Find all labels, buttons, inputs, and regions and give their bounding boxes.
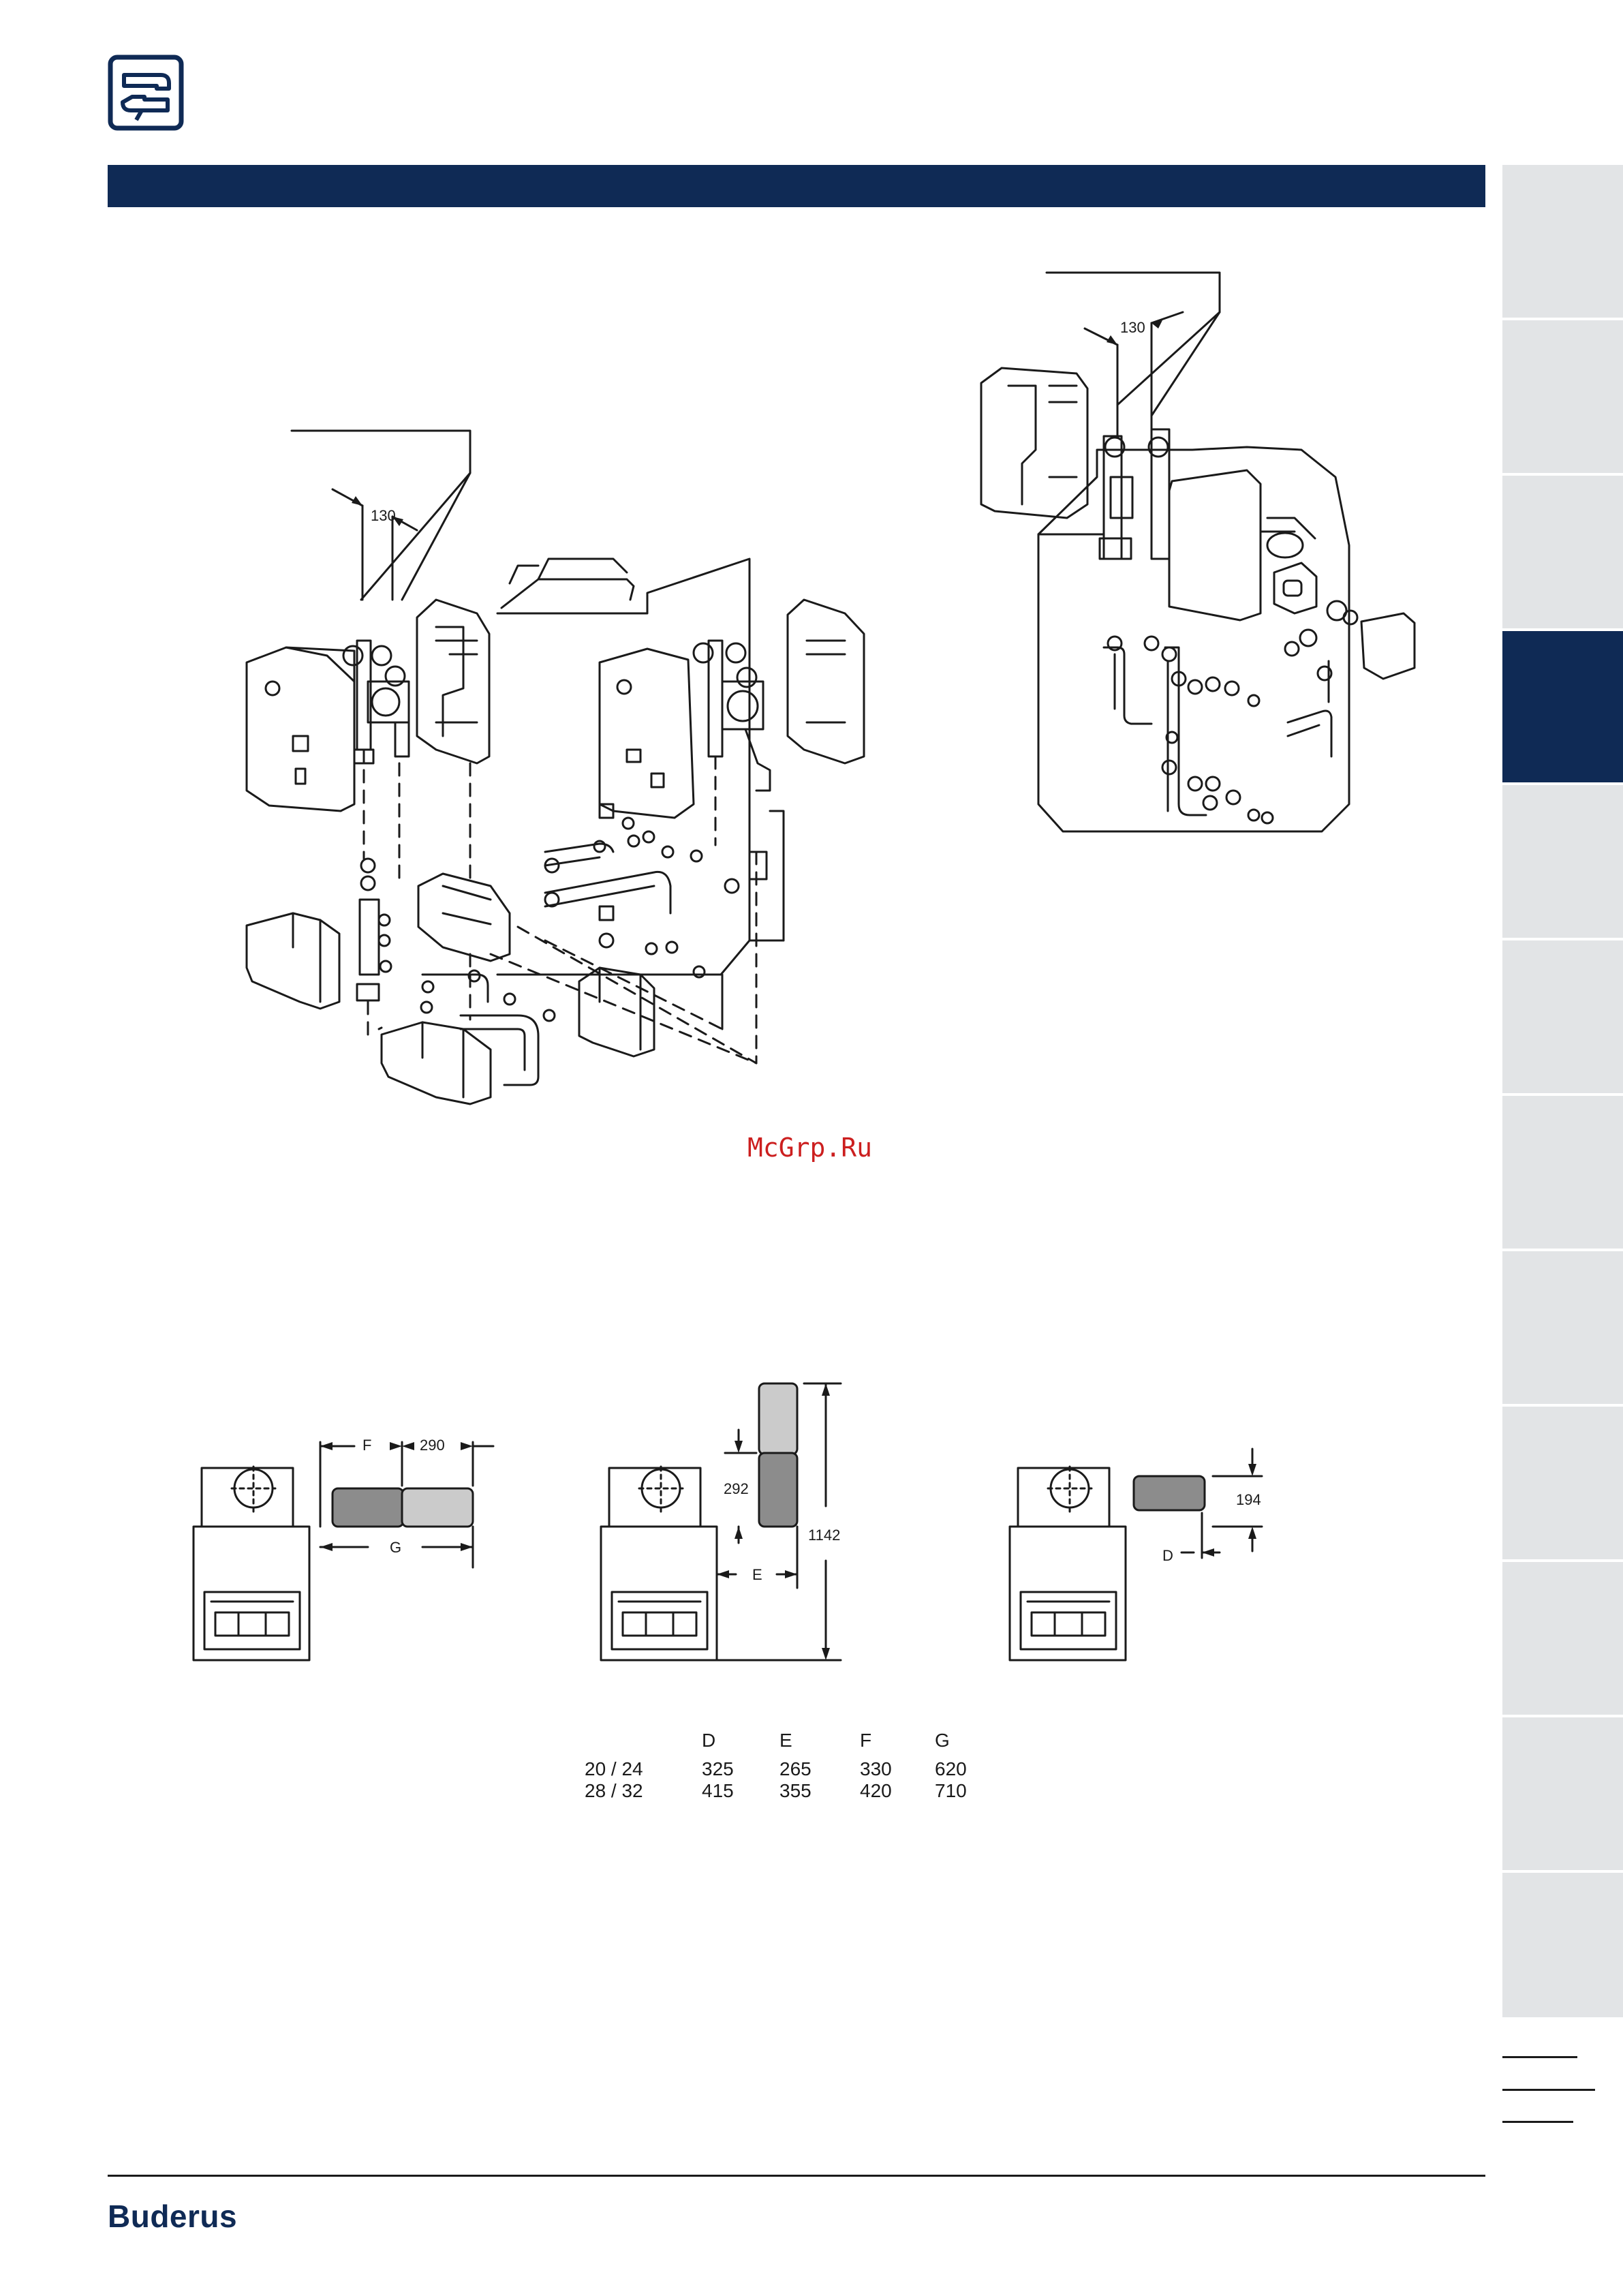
plan2-dim-292: 292 [724, 1480, 749, 1497]
plan2-dim-1142: 1142 [808, 1527, 840, 1544]
floor-plan-3 [1010, 1449, 1262, 1660]
brand-logo: Buderus [108, 2198, 237, 2235]
dimension-table: D E F G 20 / 24 325 265 330 620 28 / 32 … [585, 1730, 1062, 1805]
table-cell: 265 [779, 1758, 854, 1780]
plan3-dim-194: 194 [1236, 1491, 1261, 1508]
plan1-dim-290: 290 [420, 1437, 445, 1454]
table-cell: 710 [935, 1780, 1010, 1802]
table-cell: 620 [935, 1758, 1010, 1780]
watermark-text: McGrp.Ru [747, 1133, 872, 1163]
left-assembly-drawing [247, 431, 864, 1104]
table-header-cell: E [779, 1730, 854, 1751]
plan3-dim-d: D [1162, 1547, 1173, 1564]
floor-plan-1 [194, 1442, 493, 1660]
table-header-cell: G [935, 1730, 1010, 1751]
table-cell: 420 [860, 1780, 935, 1802]
plan1-dim-f: F [362, 1437, 371, 1454]
table-cell: 415 [702, 1780, 777, 1802]
left-assembly-dim-label: 130 [371, 507, 396, 524]
table-cell: 355 [779, 1780, 854, 1802]
table-cell: 330 [860, 1758, 935, 1780]
table-cell: 28 / 32 [585, 1780, 660, 1802]
plan2-dim-e: E [752, 1566, 762, 1583]
table-cell: 20 / 24 [585, 1758, 660, 1780]
table-header-cell: F [860, 1730, 935, 1751]
table-cell: 325 [702, 1758, 777, 1780]
left-assembly-guide-lines [364, 750, 756, 1063]
floor-plan-2 [601, 1383, 841, 1660]
right-assembly-drawing [981, 273, 1415, 831]
table-header-cell: D [702, 1730, 777, 1751]
right-assembly-dim-label: 130 [1120, 319, 1145, 336]
plan1-dim-g: G [390, 1539, 401, 1556]
footer-rule [108, 2175, 1485, 2177]
